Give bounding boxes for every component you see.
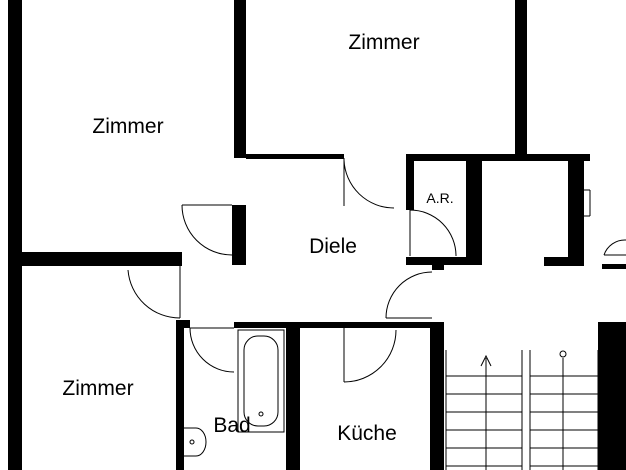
door-zimmer-center [343,158,395,209]
door-right-small [603,239,626,256]
wall-right-block [568,154,584,266]
wall-bad-kueche [286,322,300,470]
walls [8,0,626,470]
stair-treads-left [446,375,522,467]
door-entrance [385,271,433,319]
wall-zimmer-left-bottom [22,252,182,266]
doors [127,158,626,383]
wall-stair-right [598,322,626,470]
wall-ar-top [406,154,590,161]
wall-zimmer-divider [234,0,246,158]
label-bad: Bad [213,414,250,437]
label-zimmer-top-center: Zimmer [348,31,419,54]
stair-start-icon [559,350,567,358]
door-ar [409,209,457,257]
wall-zimmer-left-lower [232,205,246,265]
door-zimmer-left [181,204,233,256]
wall-bad-top [234,322,434,328]
bathtub-inner [243,335,279,427]
label-abstellraum: A.R. [426,190,453,206]
door-zimmer-bottom [127,266,181,319]
door-kueche [343,328,397,383]
wall-ar-stub [432,265,444,270]
stair-treads-right [530,375,598,467]
sink [184,427,207,457]
stair-arrow-icon [480,354,492,470]
bathtub-drain-icon [258,411,264,417]
room-labels: Zimmer Zimmer Zimmer A.R. Diele Bad Küch… [62,31,453,445]
wall-kueche-right [430,322,444,470]
wall-right-edge-stub [602,264,626,269]
wall-bad-left [176,320,184,470]
label-diele: Diele [309,235,357,258]
sink-drain-icon [189,439,195,445]
label-kueche: Küche [337,422,397,445]
wall-outer-left [8,0,22,470]
staircase [445,350,599,470]
wall-ar-bottom [406,257,482,265]
bathroom-fixtures [184,329,285,457]
door-right-block [584,189,591,217]
wall-zimmer-center-right [515,0,527,158]
door-bad [189,327,235,373]
bathtub [237,329,285,433]
label-zimmer-bottom-left: Zimmer [62,377,133,400]
wall-ar-right [466,161,482,265]
label-zimmer-top-left: Zimmer [92,115,163,138]
wall-ar-left [406,154,414,210]
wall-right-block-bottom [544,257,584,266]
wall-zimmer-center-bottom [246,154,344,159]
